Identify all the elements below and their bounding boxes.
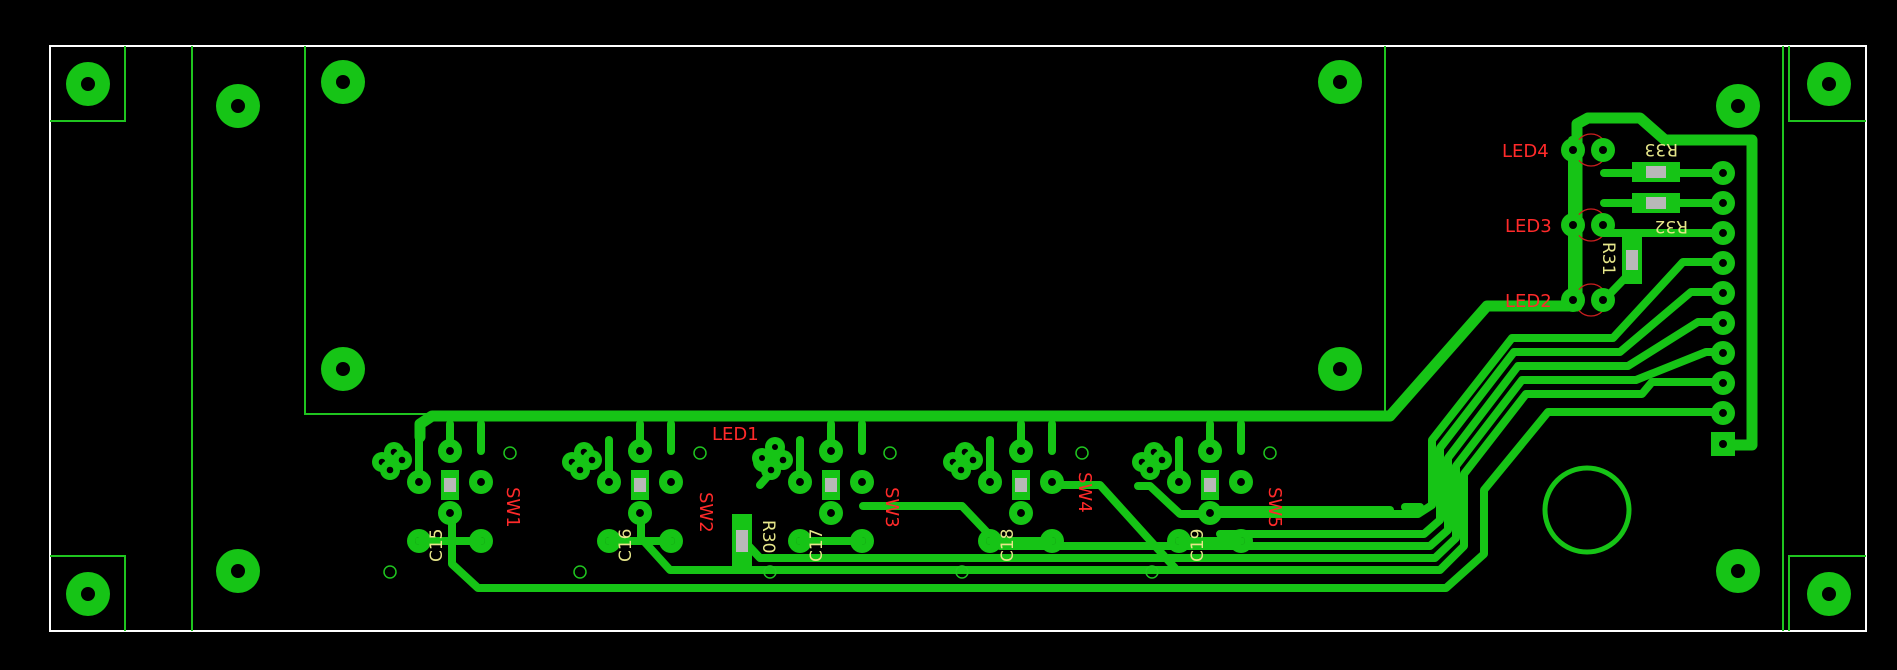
switch-5-footprint <box>1132 420 1253 553</box>
label-sw4: SW4 <box>1074 472 1095 513</box>
label-c15: C15 <box>427 528 447 562</box>
mount-hole <box>1807 572 1851 616</box>
pad <box>582 450 602 470</box>
pad <box>819 439 843 463</box>
pad <box>659 470 683 494</box>
header-pin <box>1711 161 1735 185</box>
label-c17: C17 <box>807 528 827 562</box>
r32-footprint <box>1632 193 1680 213</box>
component-labels: LED4 LED3 LED2 LED1 R33 R32 R31 R30 SW1 … <box>427 139 1688 562</box>
display-hole <box>321 347 365 391</box>
header-pin-square <box>1711 432 1735 456</box>
label-led2: LED2 <box>1505 291 1552 312</box>
header-pin <box>1711 221 1735 245</box>
smd-resistors <box>732 162 1680 568</box>
led4-footprint <box>1561 133 1615 167</box>
header-pin <box>1711 251 1735 275</box>
mount-hole <box>1716 84 1760 128</box>
pad <box>1009 439 1033 463</box>
pad <box>407 470 431 494</box>
label-sw2: SW2 <box>695 492 716 533</box>
mount-hole <box>1807 62 1851 106</box>
r30-footprint <box>732 514 752 568</box>
switch-4-footprint <box>943 420 1064 553</box>
pad <box>1198 439 1222 463</box>
display-hole <box>321 60 365 104</box>
header-pin <box>1711 371 1735 395</box>
label-sw3: SW3 <box>881 487 902 528</box>
pad <box>1167 470 1191 494</box>
mount-hole <box>216 549 260 593</box>
connector-header <box>1711 161 1735 456</box>
label-led3: LED3 <box>1505 216 1552 237</box>
mounting-holes <box>66 60 1851 616</box>
header-pin <box>1711 191 1735 215</box>
header-pin <box>1711 311 1735 335</box>
pad <box>1198 501 1222 525</box>
switch-1-footprint <box>372 420 493 553</box>
led3-footprint <box>1561 208 1615 242</box>
led1-footprint <box>752 437 785 468</box>
pad <box>438 501 462 525</box>
header-pin <box>1711 401 1735 425</box>
pad <box>597 470 621 494</box>
corner-keepouts <box>50 46 1866 631</box>
label-r33: R33 <box>1645 139 1678 159</box>
label-r32: R32 <box>1655 216 1688 236</box>
pad <box>1009 501 1033 525</box>
label-sw5: SW5 <box>1264 487 1285 528</box>
label-led1: LED1 <box>712 424 759 445</box>
label-led4: LED4 <box>1502 141 1549 162</box>
pad <box>1040 470 1064 494</box>
header-pin <box>1711 341 1735 365</box>
mount-hole <box>66 572 110 616</box>
mount-hole <box>1716 549 1760 593</box>
pad <box>628 439 652 463</box>
display-module-outline <box>304 46 1386 415</box>
pad <box>978 470 1002 494</box>
label-c19: C19 <box>1188 528 1208 562</box>
r33-footprint <box>1632 162 1680 182</box>
pad <box>1229 470 1253 494</box>
label-r30: R30 <box>758 520 778 553</box>
board-outline <box>49 45 1867 632</box>
vias <box>383 446 1277 579</box>
label-c16: C16 <box>616 528 636 562</box>
pad <box>628 501 652 525</box>
label-r31: R31 <box>1598 242 1618 275</box>
display-hole <box>1318 347 1362 391</box>
buzzer-outline <box>1542 465 1632 555</box>
header-pin <box>1711 281 1735 305</box>
pad <box>392 450 412 470</box>
switch-2-footprint <box>562 420 683 553</box>
pad <box>850 470 874 494</box>
led-footprints <box>752 133 1615 468</box>
display-hole <box>1318 60 1362 104</box>
pad <box>1152 450 1172 470</box>
led2-footprint <box>1561 283 1615 317</box>
r31-footprint <box>1622 236 1642 284</box>
pad <box>963 450 983 470</box>
pad <box>819 501 843 525</box>
mount-hole <box>66 62 110 106</box>
label-sw1: SW1 <box>502 487 523 528</box>
mount-hole <box>216 84 260 128</box>
pad <box>438 439 462 463</box>
label-c18: C18 <box>998 528 1018 562</box>
copper-traces <box>414 112 1758 592</box>
pad <box>469 470 493 494</box>
pad <box>788 470 812 494</box>
